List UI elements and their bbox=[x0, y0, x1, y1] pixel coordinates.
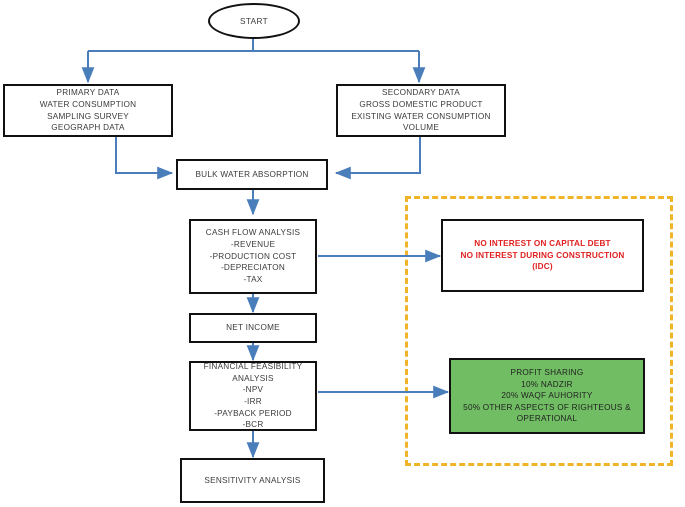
node-profit-sharing[interactable]: PROFIT SHARING 10% NADZIR 20% WAQF AUHOR… bbox=[449, 358, 645, 434]
node-bulk-water-absorption-label: BULK WATER ABSORPTION bbox=[195, 169, 309, 179]
node-bulk-water-absorption[interactable]: BULK WATER ABSORPTION bbox=[176, 159, 328, 190]
edge-secondary-to-bulk bbox=[334, 137, 421, 180]
edge-primary-to-bulk bbox=[115, 137, 174, 180]
node-sensitivity-analysis[interactable]: SENSITIVITY ANALYSIS bbox=[180, 458, 325, 503]
node-no-interest-label: NO INTEREST ON CAPITAL DEBT NO INTEREST … bbox=[460, 239, 625, 272]
node-primary-data-label: PRIMARY DATA WATER CONSUMPTION SAMPLING … bbox=[39, 88, 137, 133]
waqf-scheme-group-outline bbox=[405, 196, 673, 466]
node-net-income-label: NET INCOME bbox=[226, 323, 280, 333]
node-start-label: START bbox=[239, 16, 269, 26]
node-cash-flow-analysis[interactable]: CASH FLOW ANALYSIS -REVENUE -PRODUCTION … bbox=[189, 219, 317, 294]
node-sensitivity-analysis-label: SENSITIVITY ANALYSIS bbox=[204, 475, 301, 485]
node-primary-data[interactable]: PRIMARY DATA WATER CONSUMPTION SAMPLING … bbox=[3, 84, 173, 137]
node-start[interactable]: START bbox=[208, 3, 300, 39]
node-net-income[interactable]: NET INCOME bbox=[189, 313, 317, 343]
node-financial-feasibility-analysis-label: FINANCIAL FEASIBILITY ANALYSIS -NPV -IRR… bbox=[203, 362, 303, 430]
node-cash-flow-analysis-label: CASH FLOW ANALYSIS -REVENUE -PRODUCTION … bbox=[205, 228, 301, 284]
node-profit-sharing-label: PROFIT SHARING 10% NADZIR 20% WAQF AUHOR… bbox=[463, 367, 631, 424]
node-secondary-data[interactable]: SECONDARY DATA GROSS DOMESTIC PRODUCT EX… bbox=[336, 84, 506, 137]
node-no-interest[interactable]: NO INTEREST ON CAPITAL DEBT NO INTEREST … bbox=[441, 219, 644, 292]
node-secondary-data-label: SECONDARY DATA GROSS DOMESTIC PRODUCT EX… bbox=[351, 88, 491, 133]
node-financial-feasibility-analysis[interactable]: FINANCIAL FEASIBILITY ANALYSIS -NPV -IRR… bbox=[189, 361, 317, 431]
